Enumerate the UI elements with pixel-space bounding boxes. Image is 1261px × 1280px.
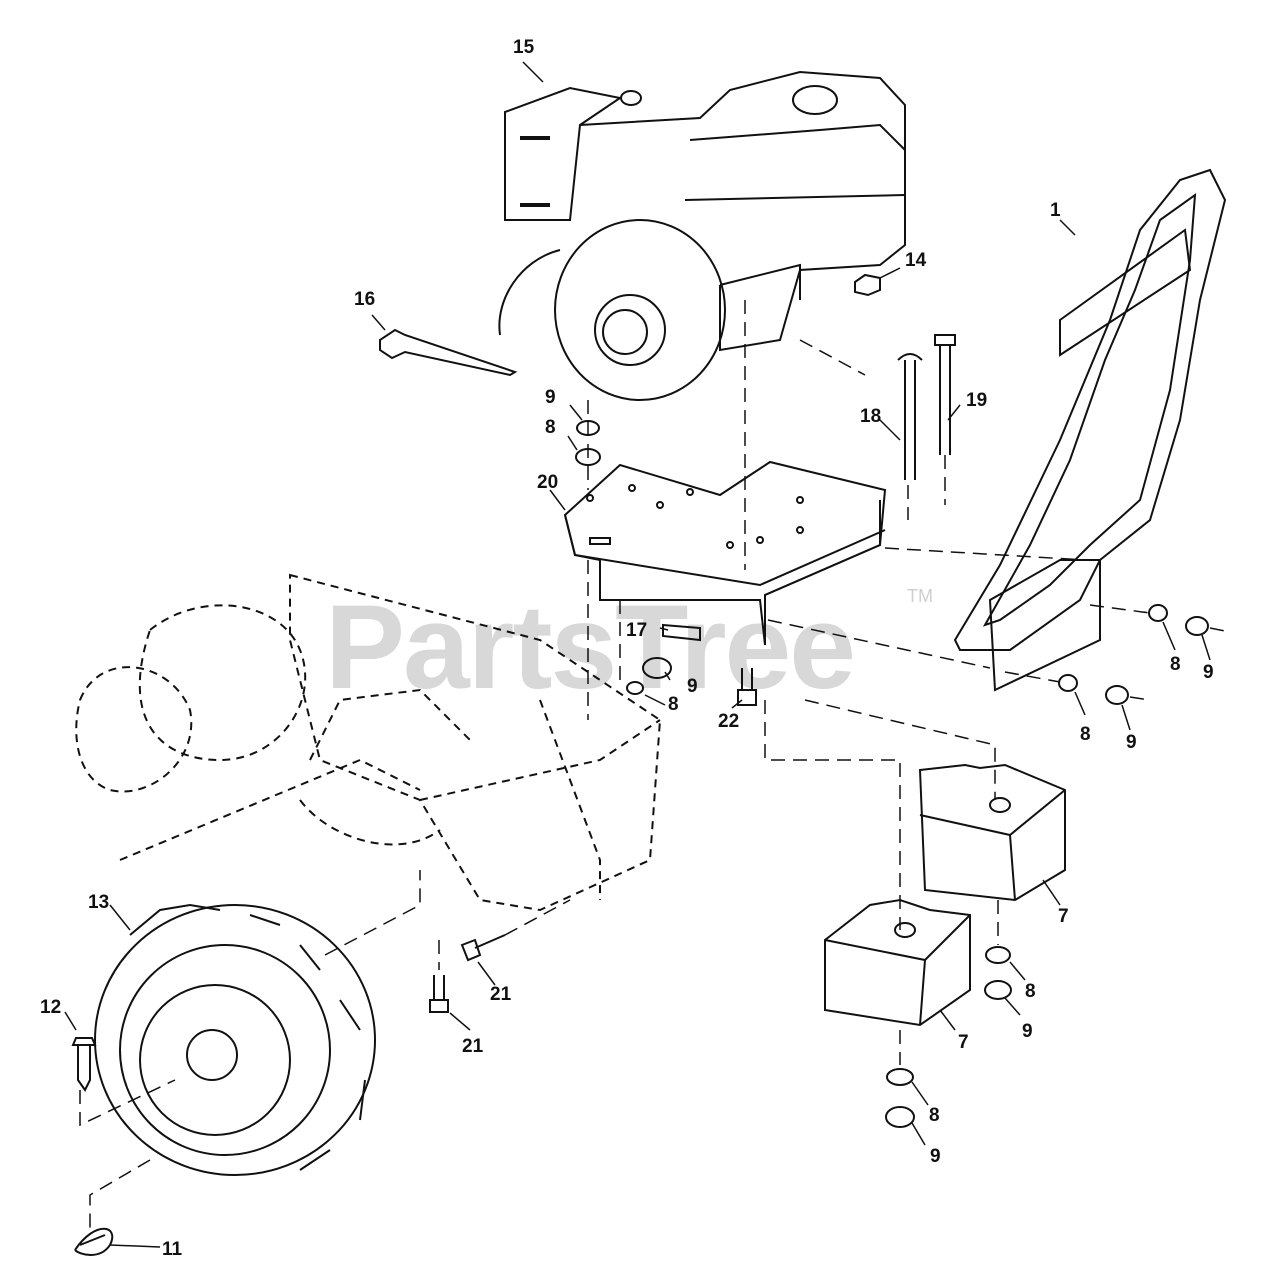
engine-part bbox=[498, 70, 906, 401]
weight-block-lower bbox=[824, 898, 971, 1027]
callout-8-top: 8 bbox=[545, 417, 556, 438]
washer-8-right-top bbox=[1148, 604, 1168, 622]
handle-bar-part bbox=[953, 168, 1227, 692]
callout-18: 18 bbox=[860, 406, 881, 427]
callout-21-lower: 21 bbox=[462, 1036, 484, 1057]
leader-lines bbox=[64, 61, 1211, 1248]
tie-strap-part bbox=[379, 328, 518, 377]
hairpin-clip-part bbox=[74, 1227, 114, 1256]
callout-8-right-mid: 8 bbox=[1080, 724, 1091, 745]
assembly-guides bbox=[79, 300, 1231, 1235]
callout-8-right-top: 8 bbox=[1170, 654, 1181, 675]
callout-12: 12 bbox=[40, 997, 61, 1018]
washer-8-block-upper bbox=[985, 946, 1011, 964]
callout-1: 1 bbox=[1050, 200, 1061, 221]
callout-9-left: 9 bbox=[687, 676, 698, 697]
callout-8-block-lower: 8 bbox=[929, 1105, 940, 1126]
callout-9-block-upper: 9 bbox=[1022, 1021, 1033, 1042]
callout-19: 19 bbox=[966, 390, 987, 411]
clevis-pin-part bbox=[71, 1037, 97, 1092]
nut-9-right-mid bbox=[1105, 685, 1129, 705]
mounting-plate-part bbox=[563, 460, 887, 646]
watermark-trademark: TM bbox=[907, 586, 933, 606]
nut-9-block-upper bbox=[984, 980, 1012, 1000]
tine-assembly-phantom bbox=[75, 573, 662, 912]
callout-8-left: 8 bbox=[668, 694, 679, 715]
bolt-19-part bbox=[934, 334, 956, 455]
callout-9-block-lower: 9 bbox=[930, 1146, 941, 1167]
callout-20: 20 bbox=[537, 472, 558, 493]
callout-11: 11 bbox=[162, 1239, 183, 1260]
nut-9-left bbox=[642, 657, 672, 679]
weight-block-upper bbox=[918, 763, 1066, 902]
callout-14: 14 bbox=[905, 250, 927, 271]
washer-8-left bbox=[626, 681, 644, 695]
washer-8-right-mid bbox=[1058, 674, 1078, 692]
callout-16: 16 bbox=[354, 289, 375, 310]
bolt-21-upper-part bbox=[460, 934, 506, 962]
callout-labels: 15 1 14 16 9 8 18 19 20 17 9 8 22 8 9 8 … bbox=[40, 37, 1214, 1260]
callout-22: 22 bbox=[718, 711, 739, 732]
callout-9-right-mid: 9 bbox=[1126, 732, 1137, 753]
washer-8-block-lower bbox=[886, 1068, 914, 1086]
callout-9-top: 9 bbox=[545, 387, 556, 408]
callout-7-lower: 7 bbox=[958, 1032, 969, 1053]
nut-9-right-top bbox=[1185, 616, 1209, 636]
wheel-part bbox=[94, 903, 376, 1176]
bolt-22-part bbox=[737, 668, 757, 706]
bolt-21-lower-part bbox=[429, 975, 449, 1013]
callout-7-upper: 7 bbox=[1058, 906, 1069, 927]
bolt-18-part bbox=[897, 353, 923, 480]
bolt-17-part bbox=[662, 623, 701, 642]
callout-13: 13 bbox=[88, 892, 109, 913]
callout-21-upper: 21 bbox=[490, 984, 512, 1005]
callout-17: 17 bbox=[626, 620, 647, 641]
nut-9-block-lower bbox=[885, 1106, 915, 1128]
nut-14-part bbox=[854, 273, 881, 297]
callout-9-right-top: 9 bbox=[1203, 662, 1214, 683]
callout-15: 15 bbox=[513, 37, 535, 58]
callout-8-block-upper: 8 bbox=[1025, 981, 1036, 1002]
